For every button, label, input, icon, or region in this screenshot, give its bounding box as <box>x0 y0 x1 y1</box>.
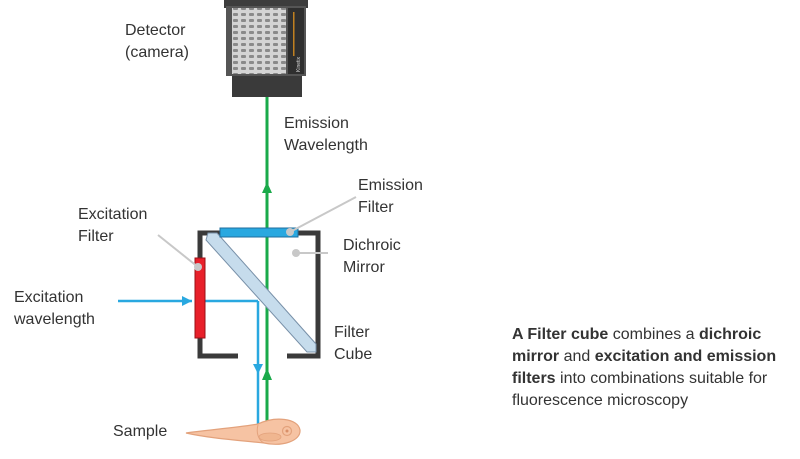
emission-filter-label: Emission Filter <box>358 175 423 219</box>
dichroic-mirror-label: Dichroic Mirror <box>343 235 401 279</box>
leader-lines <box>157 196 357 271</box>
detector-label-line1: Detector <box>125 22 186 39</box>
sample-icon <box>185 418 301 445</box>
emission-wavelength-label: Emission Wavelength <box>284 113 368 157</box>
caption-text-part: and <box>559 348 595 365</box>
emission-wavelength-line2: Wavelength <box>284 137 368 154</box>
camera-brand-label: Kinetix <box>296 56 302 72</box>
emission-filter <box>219 227 299 238</box>
caption-term-filter-cube: A Filter cube <box>512 326 609 343</box>
emission-light-path <box>262 97 272 424</box>
emission-filter-line2: Filter <box>358 199 394 216</box>
caption-text: A Filter cube combines a dichroic mirror… <box>512 324 797 412</box>
excitation-filter-label: Excitation Filter <box>78 204 147 248</box>
filter-cube-line2: Cube <box>334 346 373 363</box>
dichroic-mirror-line2: Mirror <box>343 259 385 276</box>
filter-cube-label: Filter Cube <box>334 322 372 366</box>
detector-label: Detector (camera) <box>125 20 189 64</box>
excitation-wavelength-line1: Excitation <box>14 289 84 306</box>
dichroic-mirror-line1: Dichroic <box>343 237 401 254</box>
emission-filter-line1: Emission <box>358 177 423 194</box>
caption-text-part: into combinations suitable for fluoresce… <box>512 370 768 409</box>
sample-label: Sample <box>113 423 168 440</box>
detector-label-line2: (camera) <box>125 44 190 61</box>
excitation-filter-line2: Filter <box>78 228 114 245</box>
filter-cube-line1: Filter <box>334 324 370 341</box>
excitation-wavelength-line2: wavelength <box>14 311 95 328</box>
excitation-filter <box>194 257 206 339</box>
excitation-wavelength-label: Excitation wavelength <box>14 287 95 331</box>
dichroic-mirror <box>205 232 317 353</box>
excitation-filter-line1: Excitation <box>78 206 148 223</box>
excitation-light-path <box>118 296 263 424</box>
caption-term-dichroic: dichroic mirror <box>512 326 762 365</box>
caption-term-filters: excitation and emission filters <box>512 348 777 387</box>
camera-icon: Kinetix <box>224 0 308 97</box>
caption-text-part: combines a <box>608 326 700 343</box>
emission-wavelength-line1: Emission <box>284 115 349 132</box>
